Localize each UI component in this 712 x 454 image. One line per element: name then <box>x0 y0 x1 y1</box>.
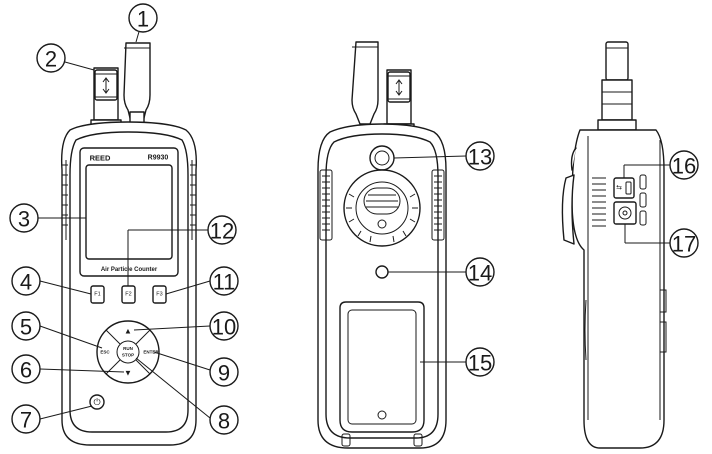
callout-9: 9 <box>209 357 239 387</box>
svg-text:7: 7 <box>20 408 32 433</box>
svg-text:F3: F3 <box>156 292 162 298</box>
power-button[interactable]: ⏻ <box>89 394 105 410</box>
callout-1: 1 <box>128 3 158 33</box>
front-view: REED R9930 Air Particle Counter F1 F2 F3… <box>60 42 197 446</box>
svg-text:STOP: STOP <box>122 353 134 358</box>
back-view <box>317 41 447 449</box>
callout-4: 4 <box>11 266 41 296</box>
screen-caption: Air Particle Counter <box>101 267 158 273</box>
power-icon: ⏻ <box>93 397 100 407</box>
svg-text:14: 14 <box>468 261 492 286</box>
svg-text:17: 17 <box>672 232 696 257</box>
svg-text:RUN: RUN <box>123 346 133 351</box>
svg-text:3: 3 <box>18 207 30 232</box>
callout-17: 17 <box>669 228 699 258</box>
svg-text:2: 2 <box>45 47 57 72</box>
svg-text:8: 8 <box>218 409 230 434</box>
callout-12: 12 <box>207 215 237 245</box>
callout-15: 15 <box>465 347 495 377</box>
usb-port: ⇆ <box>613 177 635 199</box>
callout-5: 5 <box>11 311 41 341</box>
speaker-grille <box>343 169 421 247</box>
navigation-pad: ▲ ▼ ESC ENTER RUN STOP <box>96 320 160 384</box>
leader-lines <box>38 17 670 420</box>
svg-text:15: 15 <box>468 351 492 376</box>
svg-text:4: 4 <box>20 270 32 295</box>
svg-text:5: 5 <box>20 315 32 340</box>
usb-icon: ⇆ <box>616 185 622 192</box>
callout-3: 3 <box>9 203 39 233</box>
callout-8: 8 <box>209 405 239 435</box>
battery-cover <box>339 301 425 433</box>
down-arrow-icon[interactable]: ▼ <box>124 369 132 378</box>
up-arrow-icon[interactable]: ▲ <box>124 327 132 336</box>
enter-key[interactable]: ENTER <box>143 350 159 355</box>
callout-7: 7 <box>11 404 41 434</box>
svg-text:1: 1 <box>137 7 149 32</box>
callout-10: 10 <box>209 311 239 341</box>
svg-text:6: 6 <box>20 358 32 383</box>
esc-key[interactable]: ESC <box>100 350 110 355</box>
svg-text:F2: F2 <box>125 292 131 298</box>
callout-6: 6 <box>11 354 41 384</box>
svg-text:12: 12 <box>210 219 234 244</box>
brand-label: REED <box>90 154 111 163</box>
run-stop-key[interactable]: RUN STOP <box>122 346 134 358</box>
svg-text:9: 9 <box>218 361 230 386</box>
svg-text:11: 11 <box>213 270 236 295</box>
svg-text:10: 10 <box>212 315 236 340</box>
dc-power-jack <box>613 201 637 225</box>
callout-14: 14 <box>465 257 495 287</box>
svg-text:F1: F1 <box>94 292 100 298</box>
function-key-f1[interactable]: F1 <box>90 285 105 304</box>
svg-text:16: 16 <box>672 154 696 179</box>
callout-11: 11 <box>209 266 239 296</box>
svg-text:13: 13 <box>468 145 492 170</box>
side-view: ⇆ <box>561 41 667 449</box>
function-key-f2[interactable]: F2 <box>121 285 136 304</box>
callout-13: 13 <box>465 141 495 171</box>
model-label: R9930 <box>148 155 169 162</box>
callout-2: 2 <box>36 43 66 73</box>
lcd-screen <box>85 164 173 260</box>
function-key-f3[interactable]: F3 <box>152 285 167 304</box>
callout-16: 16 <box>669 150 699 180</box>
